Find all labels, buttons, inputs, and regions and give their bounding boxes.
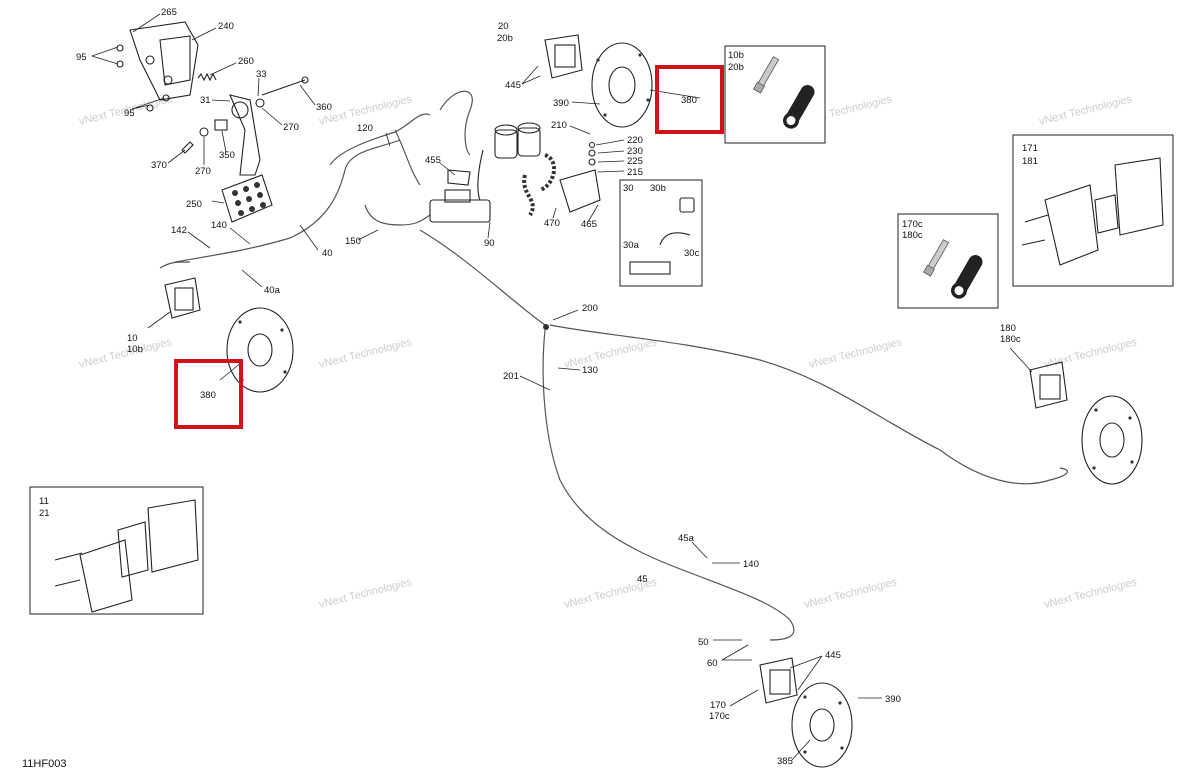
part-label: 370 bbox=[151, 160, 167, 171]
watermark: vNext Technologies bbox=[1043, 576, 1139, 611]
brake-pedal-assembly bbox=[116, 21, 309, 223]
right-caliper bbox=[1029, 361, 1143, 485]
part-label: 60 bbox=[707, 658, 718, 669]
part-label: 220 bbox=[627, 135, 643, 146]
inset-bleeder-170c-180c bbox=[897, 213, 999, 309]
part-label: 40a bbox=[264, 285, 281, 296]
highlight-box-380-top bbox=[655, 65, 724, 134]
part-label: 230 bbox=[627, 146, 643, 157]
inset-brake-pads-11-21 bbox=[29, 486, 204, 615]
inset-brake-pads-171-181 bbox=[1012, 134, 1174, 287]
part-label: 130 bbox=[582, 365, 598, 376]
part-label: 200 bbox=[582, 303, 598, 314]
part-label: 360 bbox=[316, 102, 332, 113]
watermark: vNext Technologies bbox=[803, 576, 899, 611]
master-cylinder-assembly bbox=[429, 122, 601, 223]
part-label: 10 bbox=[127, 333, 138, 344]
front-left-caliper bbox=[164, 277, 294, 393]
part-label: 445 bbox=[825, 650, 841, 661]
watermark: vNext Technologies bbox=[808, 336, 904, 371]
watermark: vNext Technologies bbox=[1043, 336, 1139, 371]
front-right-upper-caliper bbox=[544, 34, 653, 128]
part-label: 390 bbox=[553, 98, 569, 109]
part-label: 210 bbox=[551, 120, 567, 131]
watermark: vNext Technologies bbox=[318, 576, 414, 611]
part-label: 215 bbox=[627, 167, 643, 178]
part-label: 170 bbox=[710, 700, 726, 711]
part-label: 95 bbox=[124, 108, 135, 119]
part-label: 20b bbox=[728, 62, 744, 73]
brake-lines bbox=[159, 90, 1068, 641]
part-label: 45a bbox=[678, 533, 695, 544]
part-label: 120 bbox=[357, 123, 373, 134]
part-label: 20 bbox=[498, 21, 509, 32]
watermark: vNext Technologies bbox=[563, 336, 659, 371]
part-label: 30a bbox=[623, 240, 640, 251]
part-label: 30 bbox=[623, 183, 634, 194]
part-label: 150 bbox=[345, 236, 361, 247]
part-label: 11 bbox=[39, 496, 49, 507]
part-label: 265 bbox=[161, 7, 177, 18]
leader-lines bbox=[91, 13, 1033, 761]
part-label: 465 bbox=[581, 219, 597, 230]
part-label: 180c bbox=[902, 230, 923, 241]
part-label: 140 bbox=[743, 559, 759, 570]
rear-caliper bbox=[759, 657, 853, 768]
part-label-highlighted: 380 bbox=[681, 95, 697, 106]
part-label: 21 bbox=[39, 508, 50, 519]
part-label: 20b bbox=[497, 33, 513, 44]
part-label: 50 bbox=[698, 637, 709, 648]
part-label: 45 bbox=[637, 574, 648, 585]
part-label: 270 bbox=[283, 122, 299, 133]
part-label: 270 bbox=[195, 166, 211, 177]
part-label: 33 bbox=[256, 69, 267, 80]
part-label: 225 bbox=[627, 156, 643, 167]
part-label: 90 bbox=[484, 238, 495, 249]
part-label: 30c bbox=[684, 248, 700, 259]
part-label: 31 bbox=[200, 95, 211, 106]
diagram-reference-code: 11HF003 bbox=[22, 758, 66, 770]
part-label: 201 bbox=[503, 371, 519, 382]
inset-bleeder-10b-20b bbox=[724, 45, 826, 144]
part-label: 445 bbox=[505, 80, 521, 91]
highlight-box-380-left bbox=[174, 359, 243, 429]
part-label: 260 bbox=[238, 56, 254, 67]
part-label: 181 bbox=[1022, 156, 1038, 167]
inset-master-cylinder-30 bbox=[619, 179, 703, 287]
part-label: 40 bbox=[322, 248, 333, 259]
watermark: vNext Technologies bbox=[78, 336, 174, 371]
part-label: 95 bbox=[76, 52, 87, 63]
part-label: 180c bbox=[1000, 334, 1021, 345]
part-labels: 265 240 95 95 260 33 31 360 270 370 270 … bbox=[39, 7, 1038, 767]
part-label: 170c bbox=[902, 219, 923, 230]
part-label-highlighted: 380 bbox=[200, 390, 216, 401]
part-label: 390 bbox=[885, 694, 901, 705]
part-label: 10b bbox=[127, 344, 143, 355]
part-label: 180 bbox=[1000, 323, 1016, 334]
watermark: vNext Technologies bbox=[318, 336, 414, 371]
part-label: 240 bbox=[218, 21, 234, 32]
part-label: 350 bbox=[219, 150, 235, 161]
part-label: 171 bbox=[1022, 143, 1038, 154]
part-label: 30b bbox=[650, 183, 666, 194]
part-label: 142 bbox=[171, 225, 187, 236]
part-label: 470 bbox=[544, 218, 560, 229]
part-label: 250 bbox=[186, 199, 202, 210]
part-label: 385 bbox=[777, 756, 793, 767]
part-label: 170c bbox=[709, 711, 730, 722]
part-label: 10b bbox=[728, 50, 744, 61]
watermark: vNext Technologies bbox=[1038, 93, 1134, 128]
part-label: 140 bbox=[211, 220, 227, 231]
part-label: 455 bbox=[425, 155, 441, 166]
